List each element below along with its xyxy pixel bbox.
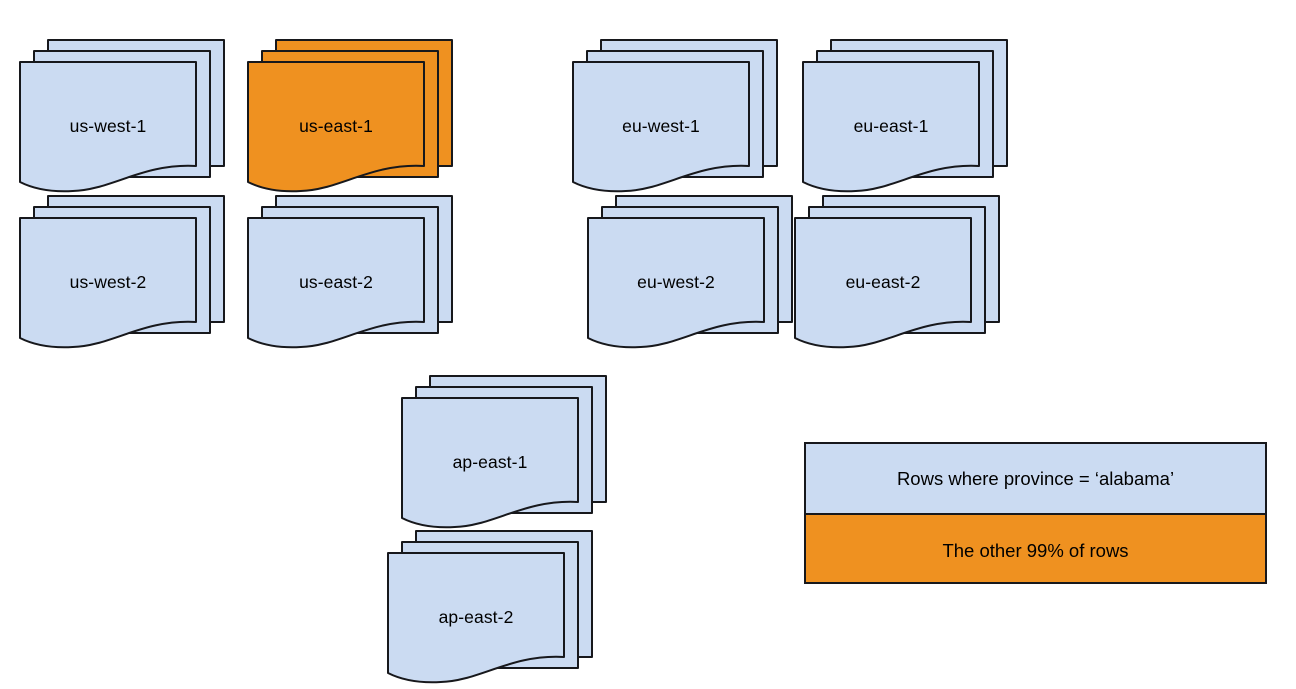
sheet-front [794, 217, 972, 349]
region-stack-us-west-1[interactable]: us-west-1 [19, 39, 228, 198]
region-stack-eu-west-1[interactable]: eu-west-1 [572, 39, 781, 198]
region-stack-eu-east-2[interactable]: eu-east-2 [794, 195, 1003, 354]
region-stack-ap-east-2[interactable]: ap-east-2 [387, 530, 596, 689]
sheet-front [247, 217, 425, 349]
sheet-front [247, 61, 425, 193]
legend-item-label: Rows where province = ‘alabama’ [896, 467, 1175, 489]
document-stack-shape [572, 39, 778, 193]
document-stack-shape [247, 39, 453, 193]
sheet-front [802, 61, 980, 193]
region-stack-ap-east-1[interactable]: ap-east-1 [401, 375, 610, 534]
document-stack-shape [19, 195, 225, 349]
region-stack-eu-west-2[interactable]: eu-west-2 [587, 195, 796, 354]
sheet-front [19, 217, 197, 349]
document-stack-shape [247, 195, 453, 349]
document-stack-shape [401, 375, 607, 529]
legend-item-orange: The other 99% of rows [806, 515, 1265, 582]
region-stack-eu-east-1[interactable]: eu-east-1 [802, 39, 1011, 198]
sheet-front [19, 61, 197, 193]
document-stack-shape [794, 195, 1000, 349]
region-stack-us-west-2[interactable]: us-west-2 [19, 195, 228, 354]
sheet-front [401, 397, 579, 529]
document-stack-shape [19, 39, 225, 193]
legend-item-blue: Rows where province = ‘alabama’ [806, 444, 1265, 515]
sheet-front [572, 61, 750, 193]
legend: Rows where province = ‘alabama’ The other… [804, 442, 1267, 584]
sheet-front [587, 217, 765, 349]
region-stack-us-east-2[interactable]: us-east-2 [247, 195, 456, 354]
legend-item-label: The other 99% of rows [942, 539, 1129, 561]
document-stack-shape [587, 195, 793, 349]
region-stack-us-east-1[interactable]: us-east-1 [247, 39, 456, 198]
document-stack-shape [387, 530, 593, 684]
document-stack-shape [802, 39, 1008, 193]
